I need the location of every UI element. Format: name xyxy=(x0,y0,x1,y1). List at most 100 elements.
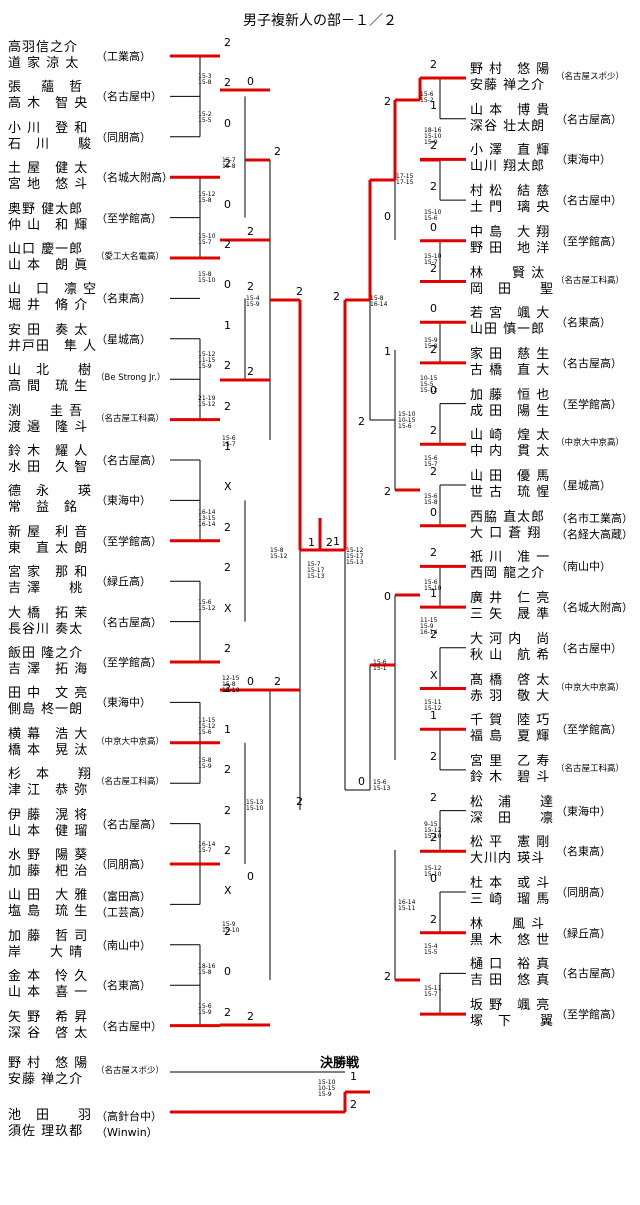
match-result: 2 xyxy=(326,536,333,549)
page-title: 男子複新人の部－１／２ xyxy=(243,13,397,29)
player-pair: 加 藤 哲 司岸 大 晴 xyxy=(8,929,88,961)
game-score: 15-12 15-8 xyxy=(198,191,216,204)
game-score: 15-4 15-5 xyxy=(424,943,438,956)
player-pair: 村 松 結 慈土 門 璃 央 xyxy=(470,184,550,216)
player-pair: 若 宮 颯 大山田 慎一郎 xyxy=(470,306,550,338)
game-score: 15-6 15-7 xyxy=(424,455,438,468)
match-result: 0 xyxy=(224,116,231,130)
game-score: 15-8 16-14 xyxy=(370,295,388,308)
team-name: （名古屋スポ少） xyxy=(96,1066,165,1076)
player-name: 渕 圭 吾 xyxy=(8,403,84,419)
team-name: （名東高） xyxy=(96,979,151,993)
player-name: 深 谷 啓 太 xyxy=(8,1025,89,1041)
team-name: （工芸高） xyxy=(96,906,151,920)
player-name: 鈴 木 耀 人 xyxy=(8,444,89,459)
match-result: 0 xyxy=(384,210,391,223)
match-result: 0 xyxy=(384,590,391,603)
player-pair: 田 中 文 亮側島 柊一朗 xyxy=(8,686,88,718)
game-score: 16-14 15-7 xyxy=(198,841,216,854)
game-score: 10-15 15-5 15-12 xyxy=(420,375,438,394)
match-result: 2 xyxy=(430,465,437,478)
player-name: 宮 里 乙 寿 xyxy=(470,753,551,769)
team-name: （名古屋工科高） xyxy=(556,763,625,774)
game-score: 17-15 17-15 xyxy=(396,173,414,186)
player-name: 宮 地 悠 斗 xyxy=(8,177,89,193)
team-name: （名古屋工科高） xyxy=(556,275,625,286)
match-result: 2 xyxy=(430,139,437,153)
player-name: 水 田 久 智 xyxy=(8,460,89,475)
match-result: 2 xyxy=(430,58,437,71)
game-score: 16-14 15-11 xyxy=(398,899,416,912)
match-result: 2 xyxy=(224,157,231,171)
match-result: 2 xyxy=(430,342,437,356)
team-name: （名東高） xyxy=(96,292,151,306)
player-name: 塚 下 翼 xyxy=(470,1014,555,1030)
game-score: 15-6 15-12 xyxy=(198,599,216,612)
player-pair: 家 田 慈 生古 橋 直 大 xyxy=(470,347,550,379)
match-result: 2 xyxy=(247,1010,254,1023)
player-pair: 祇 川 准 一西岡 龍之介 xyxy=(470,550,550,582)
game-score: 15-12 15-17 15-13 xyxy=(346,547,364,566)
game-score: 15-6 15-10 xyxy=(424,579,442,592)
team-name: （名古屋高） xyxy=(96,817,162,831)
player-name: 樋 口 裕 真 xyxy=(470,957,551,973)
player-name: 大 河 内 尚 xyxy=(470,631,551,647)
game-score: 15-6 15-2 xyxy=(420,91,434,104)
team-name: （名市工業高） xyxy=(556,511,633,525)
player-name: 加 藤 恒 也 xyxy=(470,387,551,403)
match-result: 2 xyxy=(333,290,340,303)
player-name: 須佐 理玖都 xyxy=(8,1124,84,1139)
team-name: （名古屋工科高） xyxy=(96,777,165,788)
match-result: 2 xyxy=(430,749,437,763)
player-name: 山 崎 煌 太 xyxy=(470,428,551,444)
match-result: 0 xyxy=(247,75,254,88)
player-pair: 小 澤 直 輝山川 翔太郎 xyxy=(470,143,550,175)
player-name: 土 屋 健 太 xyxy=(8,161,89,177)
team-name: （名古屋高） xyxy=(556,967,622,981)
player-name: 東 直 太 朗 xyxy=(8,540,89,556)
team-name: （名古屋スポ少） xyxy=(556,72,625,82)
player-pair: 林 風 斗黒 木 悠 世 xyxy=(470,917,550,949)
player-pair: 矢 野 希 昇深 谷 啓 太 xyxy=(8,1010,88,1042)
player-name: 杜 本 或 斗 xyxy=(470,876,551,891)
player-name: 堀 井 脩 介 xyxy=(8,298,89,314)
match-result: 2 xyxy=(274,675,281,688)
game-score: 18-16 15-8 xyxy=(198,963,216,976)
player-name: 張 蘊 哲 xyxy=(8,80,84,96)
match-result: 0 xyxy=(247,675,254,688)
player-name: 林 風 斗 xyxy=(470,916,546,932)
game-score: 15-10 15-6 xyxy=(424,209,442,222)
player-name: 秋 山 航 希 xyxy=(470,647,551,663)
match-result: 2 xyxy=(384,485,391,498)
player-name: 渡 邉 隆 斗 xyxy=(8,419,89,435)
game-score: 15-7 15-17 15-13 xyxy=(307,561,325,580)
final-match-label: 決勝戦 xyxy=(320,1056,360,1071)
match-result: X xyxy=(430,668,438,682)
team-name: （星城高） xyxy=(556,479,611,492)
player-name: 山 本 喜 一 xyxy=(8,985,89,1001)
player-name: 山 本 朗 眞 xyxy=(8,258,89,273)
player-name: 田 中 文 亮 xyxy=(8,686,89,702)
team-name: （至学館高） xyxy=(96,656,162,669)
game-score: 9-15 15-12 15-10 xyxy=(424,821,442,840)
player-name: 加 藤 杷 治 xyxy=(8,864,89,879)
match-result: 2 xyxy=(296,285,303,298)
player-name: 吉 澤 桃 xyxy=(8,581,84,597)
player-name: 大 口 蒼 翔 xyxy=(470,525,542,541)
player-name: 井戸田 隼 人 xyxy=(8,338,98,354)
game-score: 15-12 11-15 15-9 xyxy=(198,351,216,370)
match-result: X xyxy=(224,884,232,898)
player-name: 道 家 涼 太 xyxy=(8,56,80,71)
player-pair: 張 蘊 哲高 木 智 央 xyxy=(8,80,88,112)
player-name: 三 崎 瑠 馬 xyxy=(470,892,551,907)
team-name: （名古屋中） xyxy=(96,90,162,104)
match-result: 2 xyxy=(224,359,231,373)
team-name: （南山中） xyxy=(96,938,151,952)
team-name: （高針台中） xyxy=(96,1110,162,1123)
player-pair: 髙 橋 啓 太赤 羽 敬 大 xyxy=(470,673,550,705)
player-pair: 樋 口 裕 真吉 田 悠 真 xyxy=(470,957,550,989)
game-score: 15-6 15-8 xyxy=(424,493,438,506)
match-result: 1 xyxy=(224,722,231,736)
team-name: （名古屋高） xyxy=(556,112,622,126)
team-name: （至学館高） xyxy=(96,211,162,225)
